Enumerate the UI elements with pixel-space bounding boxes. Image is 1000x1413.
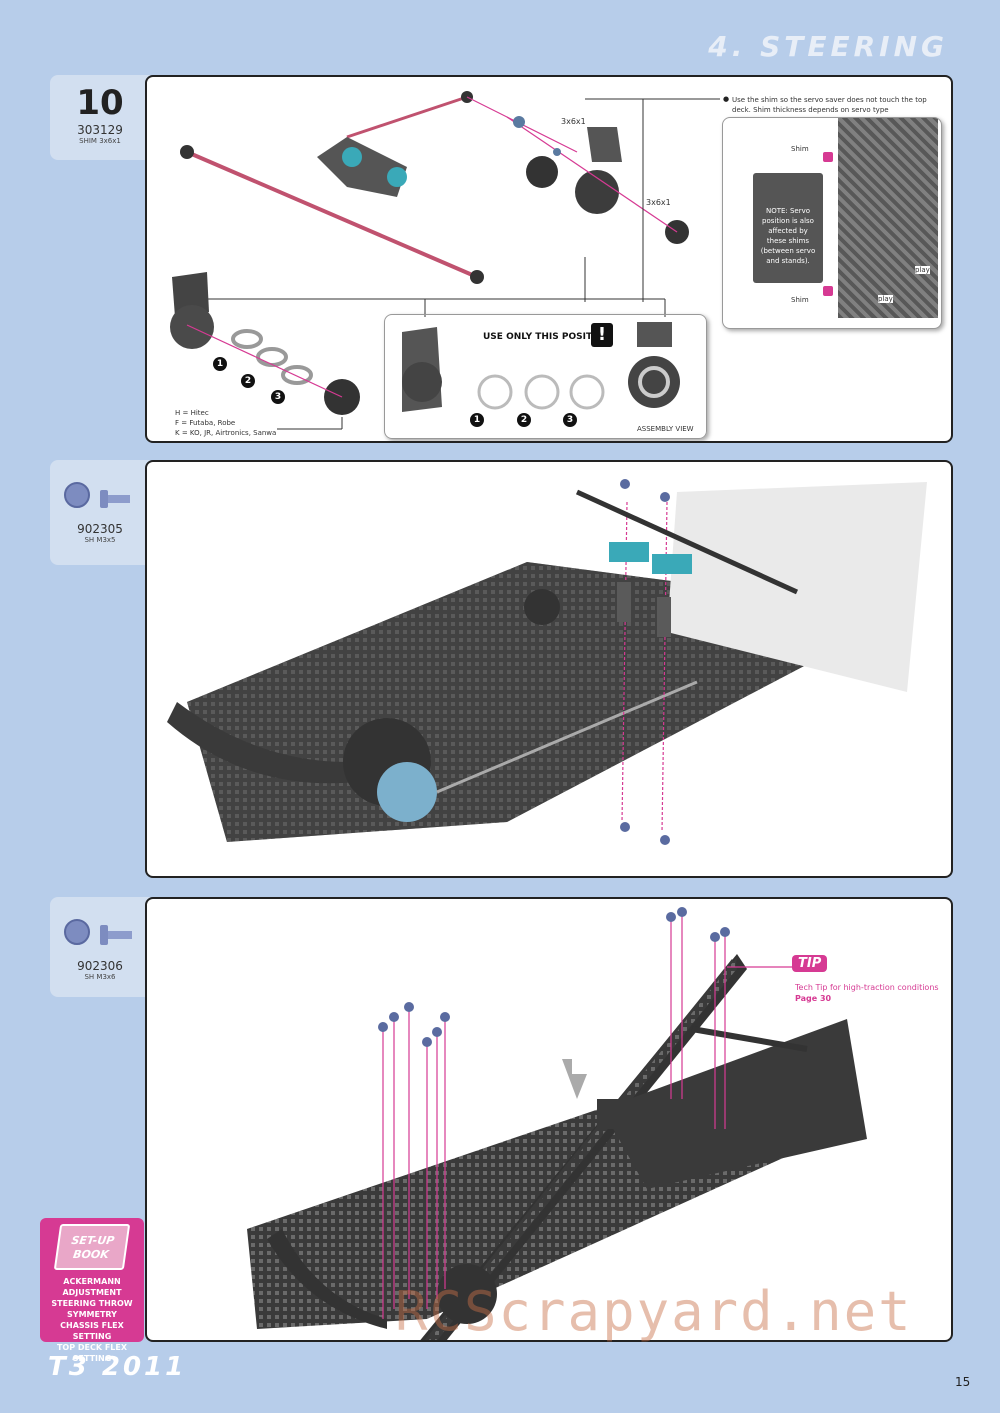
position-inset: USE ONLY THIS POSITION ! ASSEMBLY VIEW 1…	[384, 314, 707, 439]
step-tab-2: 902305 SH M3x5	[50, 460, 150, 565]
shim-detail-inset: Shim Shim NOTE: Servo position is also a…	[722, 117, 942, 329]
servo-note: NOTE: Servo position is also affected by…	[760, 207, 816, 265]
shim-marker-top	[823, 152, 833, 162]
servo-saver-ring	[526, 156, 558, 188]
step-panel-2	[145, 460, 953, 878]
front-bumper	[167, 702, 357, 784]
top-deck-illustration	[247, 907, 867, 1340]
servo-block	[753, 173, 823, 283]
position-number-3: 3	[563, 413, 577, 427]
setup-item: ACKERMANN ADJUSTMENT	[62, 1277, 122, 1297]
screw-icon	[50, 897, 150, 959]
bullet-icon: ●	[723, 95, 730, 103]
chassis-deck	[838, 118, 938, 318]
servo-stand	[617, 582, 631, 622]
setup-book-badge: SET-UP BOOK ACKERMANN ADJUSTMENT STEERIN…	[40, 1218, 144, 1363]
step-tab-3: 902306 SH M3x6	[50, 897, 150, 997]
part-description: SH M3x5	[84, 536, 116, 544]
shim-bottom-label: Shim	[791, 296, 809, 304]
tip-text: Tech Tip for high-traction conditions	[795, 983, 939, 992]
position-number-2: 2	[517, 413, 531, 427]
step1-illustration	[170, 91, 720, 430]
shim-label-a: 3x6x1	[561, 117, 586, 126]
part-code: 902306	[77, 959, 123, 973]
tie-rod	[186, 150, 478, 279]
tip-page-link[interactable]: Page 30	[795, 994, 832, 1003]
screw-icon	[50, 460, 150, 522]
rear-ghost	[667, 482, 927, 692]
servo-stand	[657, 597, 671, 637]
play-label-b: play	[878, 295, 893, 303]
shim-2	[256, 347, 288, 367]
chassis-illustration	[167, 479, 927, 845]
play-label-a: play	[915, 266, 930, 274]
shim-label-b: 3x6x1	[646, 198, 671, 207]
setup-item: TOP DECK FLEX SETTING	[56, 1343, 128, 1363]
shim-number-1: 1	[213, 357, 227, 371]
use-only-label: USE ONLY THIS POSITION	[483, 332, 611, 342]
part-code: 902305	[77, 522, 123, 536]
bellcrank	[317, 137, 407, 197]
setup-item: STEERING THROW SYMMETRY	[51, 1299, 133, 1319]
part-description: SH M3x6	[84, 973, 116, 981]
model-logo: T3 2011	[48, 1352, 187, 1382]
tip-badge: TIP	[792, 955, 828, 972]
part-code: 303129	[77, 123, 123, 137]
setup-item: CHASSIS FLEX SETTING	[60, 1321, 124, 1341]
position-number-1: 1	[470, 413, 484, 427]
shim-number-2: 2	[241, 374, 255, 388]
shim-marker-bottom	[823, 286, 833, 296]
shim-3	[281, 365, 313, 385]
shim-top-label: Shim	[791, 145, 809, 153]
shim-number-3: 3	[271, 390, 285, 404]
part-description: SHIM 3x6x1	[79, 137, 121, 145]
servo-horn	[587, 127, 622, 162]
step-tab-10: 10 303129 SHIM 3x6x1	[50, 75, 150, 160]
legend-ko: K = KO, JR, Airtronics, Sanwa	[175, 429, 277, 437]
rear-assembly	[602, 1019, 867, 1189]
setup-book-title-b: BOOK	[72, 1248, 110, 1261]
shim-note: Use the shim so the servo saver does not…	[732, 96, 927, 114]
servo-legend: H = Hitec F = Futaba, Robe K = KO, JR, A…	[175, 408, 276, 438]
book-icon: SET-UP BOOK	[53, 1224, 131, 1270]
belt	[436, 680, 698, 794]
watermark: RCScrapyard.net	[395, 1280, 913, 1343]
assembly-view-label: ASSEMBLY VIEW	[637, 425, 694, 433]
shim-1	[231, 329, 263, 349]
page-number: 15	[955, 1375, 971, 1389]
step-number: 10	[76, 83, 124, 123]
section-title: 4. STEERING	[708, 30, 948, 63]
step-panel-3: TIP Tech Tip for high-traction condition…	[145, 897, 953, 1342]
warning-icon: !	[591, 323, 613, 347]
legend-hitec: H = Hitec	[175, 409, 209, 417]
steering-link	[346, 95, 468, 139]
legend-futaba: F = Futaba, Robe	[175, 419, 236, 427]
down-arrow-icon	[562, 1059, 587, 1099]
setup-book-title-a: SET-UP	[70, 1234, 116, 1247]
step-panel-1: 3x6x1 3x6x1 Use the shim so the servo sa…	[145, 75, 953, 443]
saver-body	[172, 272, 209, 317]
top-deck	[428, 957, 737, 1340]
